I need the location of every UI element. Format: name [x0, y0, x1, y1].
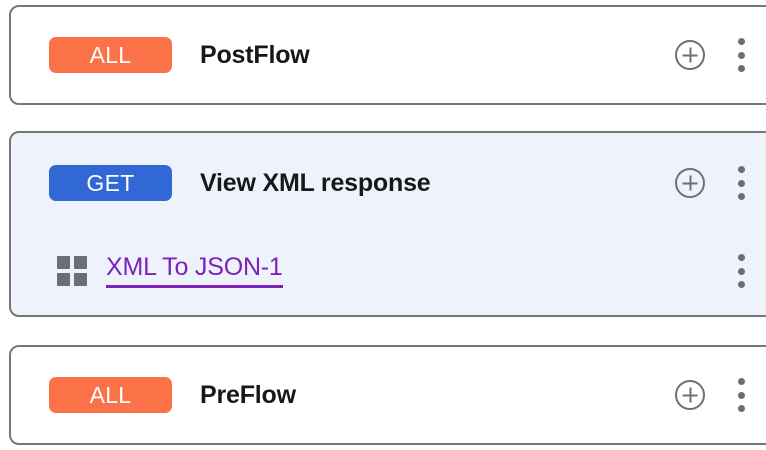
kebab-menu-icon[interactable]	[729, 378, 753, 412]
flow-card-preflow[interactable]: ALL PreFlow	[9, 345, 766, 445]
method-badge: GET	[49, 165, 172, 201]
plus-circle-icon[interactable]	[675, 380, 705, 410]
flow-header-row[interactable]: GET View XML response	[11, 155, 766, 211]
row-actions	[675, 38, 766, 72]
flow-card-postflow[interactable]: ALL PostFlow	[9, 5, 766, 105]
kebab-menu-icon[interactable]	[729, 254, 753, 288]
flow-header-row[interactable]: ALL PreFlow	[11, 367, 766, 423]
row-actions	[675, 166, 766, 200]
policy-link[interactable]: XML To JSON-1	[106, 254, 283, 288]
plus-circle-icon[interactable]	[675, 40, 705, 70]
flow-title: PreFlow	[200, 380, 296, 409]
kebab-menu-icon[interactable]	[729, 38, 753, 72]
flow-header-row[interactable]: ALL PostFlow	[11, 27, 766, 83]
plus-circle-icon[interactable]	[675, 168, 705, 198]
policy-row[interactable]: XML To JSON-1	[11, 243, 766, 299]
kebab-menu-icon[interactable]	[729, 166, 753, 200]
method-badge: ALL	[49, 37, 172, 73]
flow-title: PostFlow	[200, 40, 310, 69]
method-badge: ALL	[49, 377, 172, 413]
flow-card-view-xml-response[interactable]: GET View XML response XML To JSON-1	[9, 131, 766, 317]
row-actions	[675, 378, 766, 412]
policy-grid-icon	[57, 256, 87, 286]
flow-title: View XML response	[200, 168, 431, 197]
